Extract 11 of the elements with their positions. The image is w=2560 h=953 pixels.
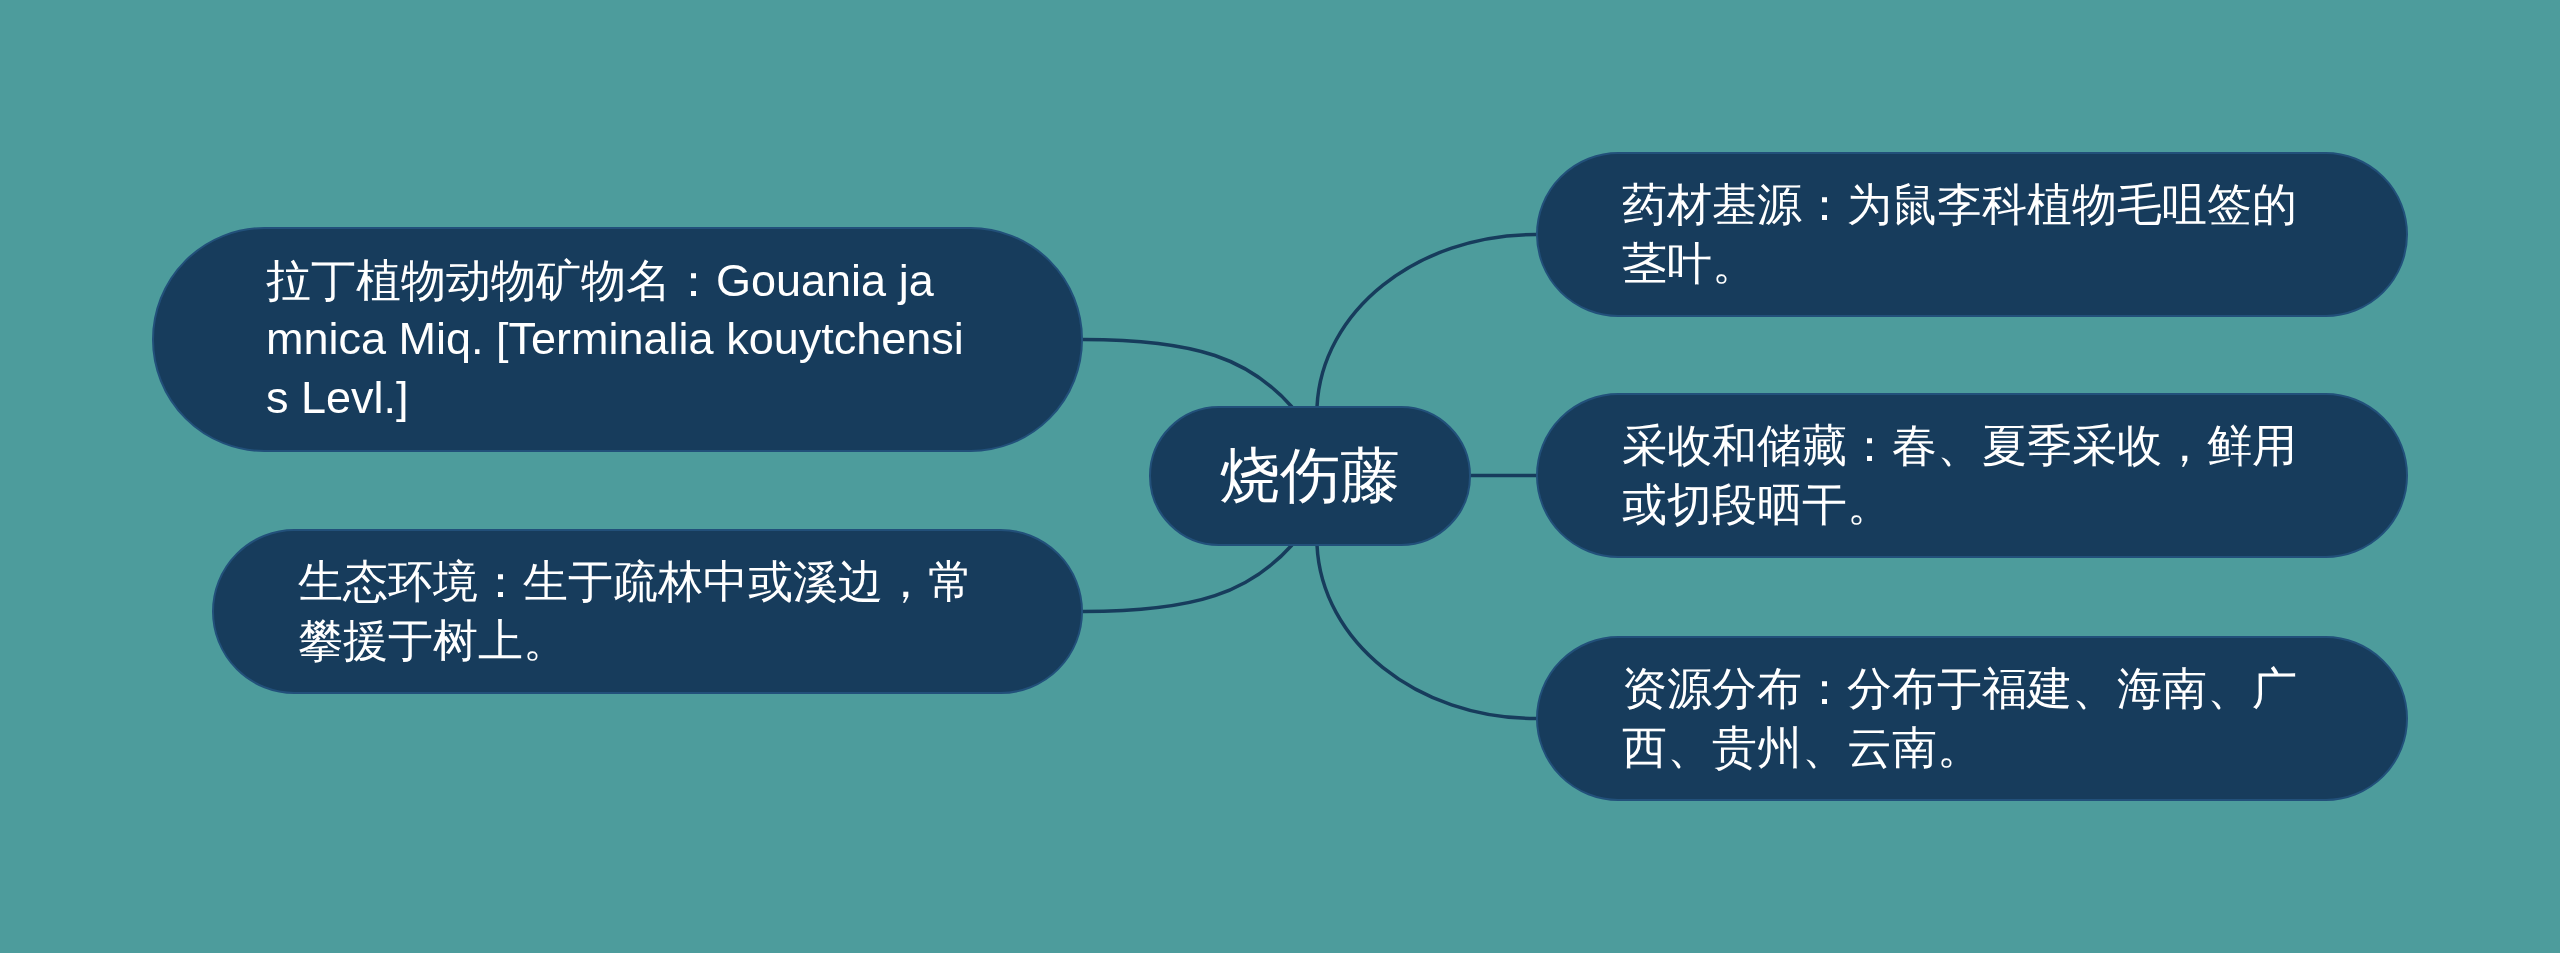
connector-line xyxy=(1315,232,1537,408)
connector-line xyxy=(1082,337,1294,409)
connector-line xyxy=(1082,543,1294,614)
central-topic-text: 烧伤藤 xyxy=(1220,441,1400,511)
topic-text: 采收和储藏：春、夏季采收，鲜用或切段晒干。 xyxy=(1622,419,2298,532)
topic-text: 生态环境：生于疏林中或溪边，常攀援于树上。 xyxy=(298,555,974,668)
connector-line xyxy=(1471,473,1536,478)
topic-text: 拉丁植物动物矿物名：Gouania jamnica Miq. [Terminalia kouytchensis Levl.] xyxy=(266,253,965,425)
topic-text: 资源分布：分布于福建、海南、广西、贵州、云南。 xyxy=(1622,662,2298,775)
topic-text: 药材基源：为鼠李科植物毛咀签的茎叶。 xyxy=(1622,178,2298,291)
connector-line xyxy=(1315,544,1537,721)
